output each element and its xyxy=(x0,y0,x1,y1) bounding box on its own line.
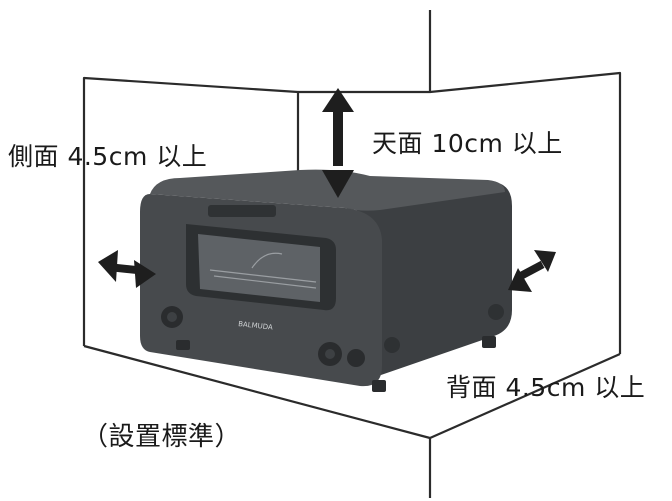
floor-outline xyxy=(83,344,621,440)
side-foot-ring-1 xyxy=(384,337,400,353)
foot-3 xyxy=(482,336,496,348)
brand-logo: BALMUDA xyxy=(238,320,274,332)
double-arrow-left-right-icon xyxy=(98,250,156,288)
back-clearance-label: 背面 4.5cm 以上 xyxy=(446,373,646,402)
knob-left xyxy=(161,306,183,328)
double-arrow-left-right-icon xyxy=(508,250,556,292)
door-handle xyxy=(208,205,276,217)
toaster-side-panel xyxy=(355,181,512,376)
toaster: BALMUDA xyxy=(140,169,512,392)
clearance-outline xyxy=(82,10,622,498)
double-arrow-up-down-icon xyxy=(322,88,354,198)
top-clearance-label: 天面 10cm 以上 xyxy=(372,129,563,158)
knob-mid xyxy=(347,349,365,367)
toaster-top-panel xyxy=(150,169,505,211)
installation-standard-caption: （設置標準） xyxy=(82,422,242,452)
foot-2 xyxy=(372,380,386,392)
back-wall xyxy=(298,71,622,354)
side-foot-ring-2 xyxy=(488,304,504,320)
knob-right xyxy=(318,342,342,366)
side-wall xyxy=(82,76,300,346)
foot-1 xyxy=(176,340,190,350)
side-clearance-label: 側面 4.5cm 以上 xyxy=(8,142,208,171)
inner-rack xyxy=(209,252,317,289)
